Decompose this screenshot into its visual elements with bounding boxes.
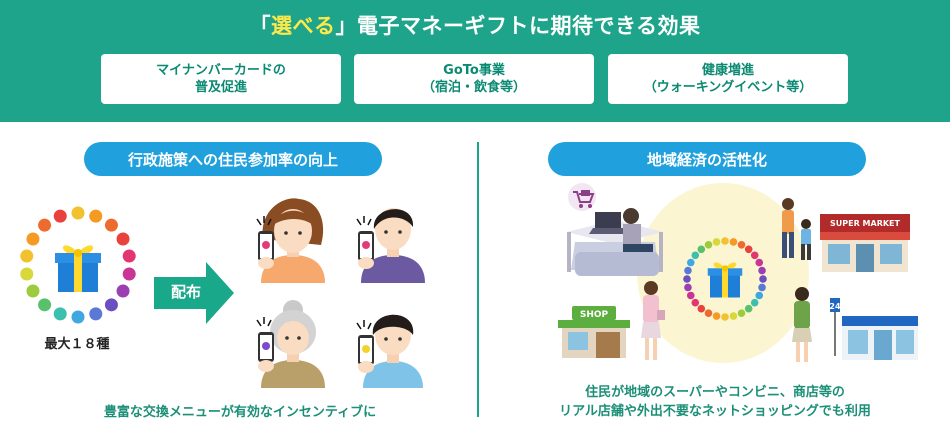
store-number-sign: 24 <box>829 302 841 311</box>
effect-line: 健康増進 <box>701 63 754 78</box>
ring-dot-small <box>691 298 700 307</box>
ring-dot-small <box>686 291 695 300</box>
gift-box-icon-right <box>707 262 743 298</box>
online-shopping-scene <box>567 183 663 276</box>
ring-dot-small <box>758 283 766 292</box>
gift-box-icon-left <box>55 245 101 292</box>
ring-dot-small <box>729 238 738 246</box>
ring-dot-small <box>686 258 695 267</box>
ring-dot-small <box>737 240 746 249</box>
ring-dot-small <box>758 266 766 275</box>
title-rest: 電子マネーギフトに期待できる効果 <box>356 14 701 38</box>
effect-line: GoTo事業 <box>443 63 505 78</box>
ring-dot-small <box>704 309 713 318</box>
ring-dot-small <box>750 298 759 307</box>
ring-dot-small <box>737 309 746 318</box>
woman-walking-left <box>641 281 665 360</box>
ring-dot-small <box>712 238 721 246</box>
family-walking <box>782 198 811 260</box>
effect-line: マイナンバーカードの <box>156 63 286 78</box>
ring-dot <box>20 249 34 263</box>
main-title: 「選べる」電子マネーギフトに期待できる効果 <box>0 10 950 40</box>
ring-dot-small <box>759 275 767 283</box>
title-quote-open: 「 <box>249 14 271 38</box>
ring-dot-small <box>755 258 764 267</box>
ring-dot-small <box>744 304 753 313</box>
ring-dot-small <box>744 245 753 254</box>
ring-dot-small <box>712 312 721 320</box>
convenience-store: 24 <box>829 298 918 360</box>
ring-dot-small <box>697 304 706 313</box>
ring-dot <box>104 298 118 312</box>
ring-dot <box>71 206 85 220</box>
person-boy <box>356 314 423 388</box>
ring-dot <box>122 267 136 281</box>
ring-dot <box>38 298 52 312</box>
section-divider <box>477 142 479 417</box>
title-quote-close: 」 <box>335 14 357 38</box>
ring-dot-small <box>729 312 738 320</box>
distribution-arrow-icon <box>154 262 234 324</box>
shop-building: SHOP <box>558 306 630 358</box>
ring-dot-small <box>684 266 692 275</box>
person-young-woman <box>256 198 325 283</box>
effect-box-mynumber: マイナンバーカードの 普及促進 <box>101 54 341 104</box>
ring-dot <box>122 249 136 263</box>
ring-dot <box>116 232 130 246</box>
shop-sign: SHOP <box>580 310 609 320</box>
ring-dot-small <box>683 275 691 283</box>
left-caption: 豊富な交換メニューが有効なインセンティブに <box>103 405 377 420</box>
ring-dot <box>38 218 52 232</box>
ring-dot-small <box>721 237 729 245</box>
ring-dot <box>53 209 67 223</box>
ring-dot-small <box>750 251 759 260</box>
ring-dot <box>26 232 40 246</box>
ring-dot-small <box>684 283 692 292</box>
effect-box-health: 健康増進 （ウォーキングイベント等） <box>608 54 848 104</box>
ring-dot-small <box>755 291 764 300</box>
effect-line: （ウォーキングイベント等） <box>643 80 813 95</box>
right-caption-line1: 住民が地域のスーパーやコンビニ、商店等の <box>585 385 845 400</box>
pill-participation: 行政施策への住民参加率の向上 <box>84 142 382 176</box>
title-highlight: 選べる <box>270 14 336 38</box>
person-elderly-woman <box>256 300 325 388</box>
effect-box-goto: GoTo事業 （宿泊・飲食等） <box>354 54 594 104</box>
ring-dot <box>20 267 34 281</box>
ring-dot <box>53 307 67 321</box>
ring-dot <box>104 218 118 232</box>
person-young-man <box>356 208 425 283</box>
woman-walking-right <box>792 287 812 362</box>
ring-dot-small <box>721 313 729 321</box>
pill-local-economy: 地域経済の活性化 <box>548 142 866 176</box>
gift-variety-label: 最大１８種 <box>44 337 110 352</box>
ring-dot <box>26 284 40 298</box>
ring-dot <box>89 307 103 321</box>
supermarket-sign: SUPER MARKET <box>830 219 901 228</box>
supermarket-building: SUPER MARKET <box>820 214 910 272</box>
ring-dot <box>116 284 130 298</box>
ring-dot-small <box>697 245 706 254</box>
ring-dot-small <box>691 251 700 260</box>
ring-dot <box>71 310 85 324</box>
ring-dot <box>89 209 103 223</box>
header-band: 「選べる」電子マネーギフトに期待できる効果 マイナンバーカードの 普及促進 Go… <box>0 0 950 122</box>
right-caption-line2: リアル店舗や外出不要なネットショッピングでも利用 <box>559 404 871 419</box>
ring-dot-small <box>704 240 713 249</box>
arrow-label: 配布 <box>170 283 201 301</box>
effect-line: （宿泊・飲食等） <box>421 80 526 95</box>
effect-line: 普及促進 <box>194 80 247 95</box>
